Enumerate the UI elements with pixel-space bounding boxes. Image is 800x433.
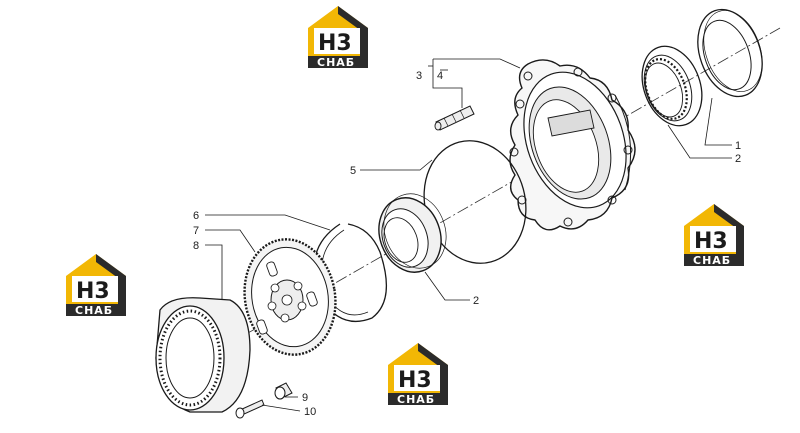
watermark-logo-bottom-text: Н3 <box>398 368 432 393</box>
callout-10: 10 <box>304 406 316 418</box>
callout-2-outer: 2 <box>735 153 741 165</box>
bearing-part-2-inner <box>378 193 447 273</box>
screw-part-10 <box>235 399 265 419</box>
seal-ring-part-1 <box>697 8 763 98</box>
bearing-part-2-outer <box>641 45 703 127</box>
watermark-logo-bottom: Н3 СНАБ <box>388 343 448 406</box>
stud-bolt-part-4 <box>434 105 475 131</box>
watermark-logo-bottom-subtext: СНАБ <box>397 393 435 406</box>
watermark-logo-right-subtext: СНАБ <box>693 254 731 267</box>
callout-1: 1 <box>735 140 741 152</box>
ring-gear-part-8 <box>155 297 251 413</box>
callout-4: 4 <box>437 70 443 82</box>
watermark-logo-right: Н3 СНАБ <box>684 204 744 267</box>
watermark-logo-left: Н3 СНАБ <box>66 254 126 317</box>
leader-lines <box>205 58 732 412</box>
watermark-logo-left-subtext: СНАБ <box>75 304 113 317</box>
gear-carrier-part-7 <box>243 238 337 356</box>
callout-7: 7 <box>193 225 199 237</box>
callout-2-inner: 2 <box>473 295 479 307</box>
watermark-logo-left-text: Н3 <box>76 279 110 304</box>
callout-8: 8 <box>193 240 199 252</box>
watermark-logo-top-text: Н3 <box>318 31 352 56</box>
watermark-logo-top-subtext: СНАБ <box>317 56 355 69</box>
callout-6: 6 <box>193 210 199 222</box>
watermark-logo-top: Н3 СНАБ <box>308 6 368 69</box>
callout-5: 5 <box>350 165 356 177</box>
callout-9: 9 <box>302 392 308 404</box>
callout-3: 3 <box>416 70 422 82</box>
bushing-part-9 <box>274 382 293 400</box>
wheel-hub-housing <box>509 59 636 231</box>
watermark-logo-right-text: Н3 <box>694 229 728 254</box>
